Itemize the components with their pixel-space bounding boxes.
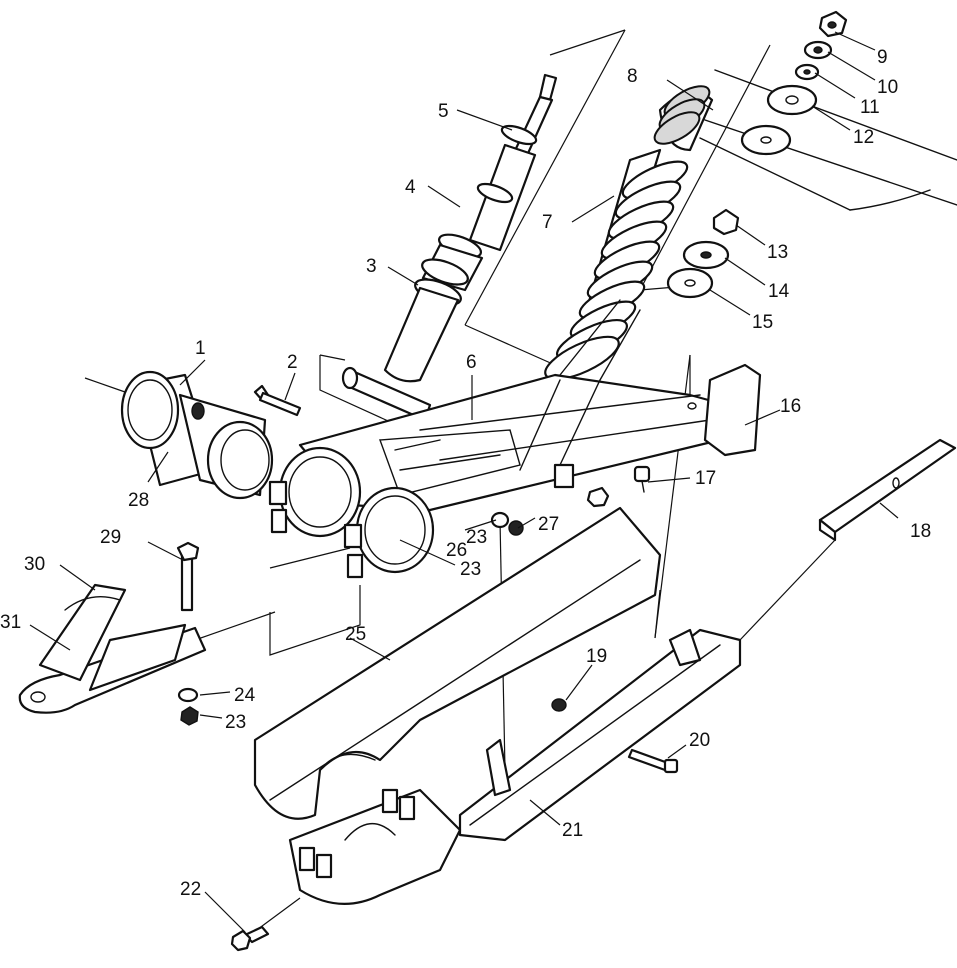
bearing-assembly (120, 370, 274, 500)
lower-rail (288, 628, 742, 905)
callout-17: 17 (695, 468, 716, 489)
callout-3: 3 (366, 256, 377, 277)
callout-28: 28 (128, 490, 149, 511)
shock-spring (544, 85, 714, 381)
callout-12: 12 (853, 127, 874, 148)
callout-23-nut: 23 (466, 527, 487, 548)
callout-4: 4 (405, 177, 416, 198)
callout-6: 6 (466, 352, 477, 373)
bolt-2 (253, 384, 302, 417)
chaincase-cover (253, 506, 662, 820)
shock-hardware (666, 10, 848, 299)
callout-15: 15 (752, 312, 773, 333)
callout-13: 13 (767, 242, 788, 263)
callout-7: 7 (542, 212, 553, 233)
callout-21: 21 (562, 820, 583, 841)
callout-18: 18 (910, 521, 931, 542)
callout-26: 26 (446, 540, 467, 561)
callout-23-clamp: 23 (460, 559, 481, 580)
callout-2: 2 (287, 352, 298, 373)
callout-1: 1 (195, 338, 206, 359)
shock-shaft (383, 73, 558, 383)
callout-5: 5 (438, 101, 449, 122)
mount-bracket (18, 541, 207, 726)
callout-14: 14 (768, 281, 790, 302)
square-tube (818, 438, 957, 542)
callout-29: 29 (100, 527, 121, 548)
callout-30: 30 (24, 554, 45, 575)
bolt-22 (230, 925, 270, 952)
callout-9: 9 (877, 47, 888, 68)
callout-27: 27 (538, 514, 559, 535)
callout-24: 24 (234, 685, 256, 706)
callout-11: 11 (860, 97, 880, 118)
callout-19: 19 (586, 646, 607, 667)
clamps (268, 446, 575, 579)
bolt-20 (551, 698, 679, 774)
callout-numbers: 1 2 3 4 5 6 7 8 9 10 11 12 13 14 15 16 1… (0, 47, 931, 900)
callout-22: 22 (180, 879, 201, 900)
callout-20: 20 (689, 730, 710, 751)
callout-25: 25 (345, 624, 366, 645)
callout-8: 8 (627, 66, 638, 87)
callout-16: 16 (780, 396, 801, 417)
callout-10: 10 (877, 77, 898, 98)
callout-leaders (29, 31, 899, 933)
small-hardware (490, 465, 651, 536)
callout-31: 31 (0, 612, 21, 633)
swing-arm-frame (298, 299, 762, 512)
callout-23-bracket: 23 (225, 712, 246, 733)
